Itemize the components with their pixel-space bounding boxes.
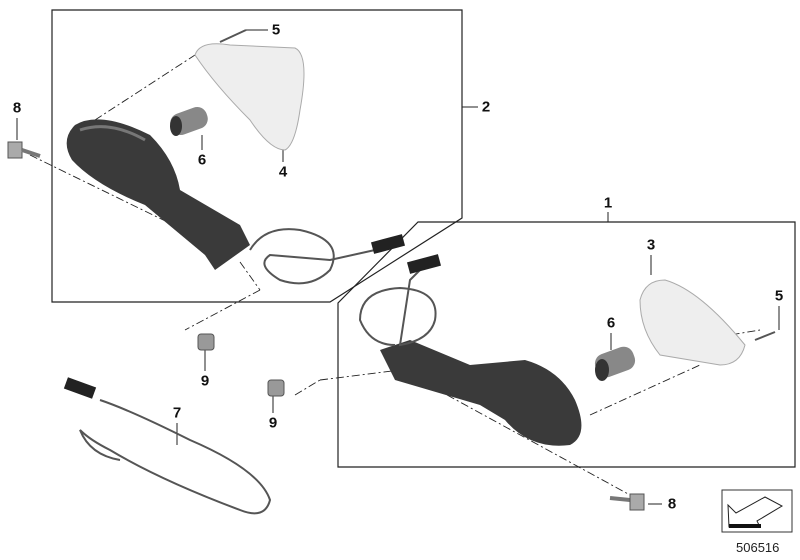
connector-left	[370, 234, 406, 254]
screw-right	[754, 331, 776, 341]
callout-9-right: 9	[268, 414, 278, 432]
arrow-symbol-icon	[721, 489, 793, 533]
assembly-box-right	[337, 221, 796, 468]
lens-left	[194, 43, 305, 151]
callout-4: 4	[278, 163, 288, 181]
cable-right	[358, 264, 437, 347]
callout-6-left: 6	[197, 151, 207, 169]
callout-2: 2	[481, 98, 491, 116]
nut-right	[267, 379, 285, 397]
callout-8-right: 8	[667, 495, 677, 513]
indicator-housing-left	[66, 119, 251, 270]
callout-3: 3	[646, 236, 656, 254]
cable-harness-7	[63, 377, 272, 515]
lens-right	[639, 279, 746, 366]
callout-8-left: 8	[12, 99, 22, 117]
drawing-number: 506516	[736, 540, 780, 555]
bolt-right	[609, 493, 645, 511]
bulb-right	[594, 346, 636, 381]
callout-1: 1	[603, 194, 613, 212]
assembly-box-left	[51, 9, 463, 303]
callout-5-left: 5	[271, 21, 281, 39]
screw-left-top	[219, 29, 247, 43]
callout-9-left: 9	[200, 372, 210, 390]
indicator-housing-right	[380, 340, 582, 446]
bolt-left	[7, 141, 41, 159]
callout-5-right: 5	[774, 287, 784, 305]
cable-left	[249, 228, 376, 285]
bulb-left	[170, 106, 208, 136]
callout-6-right: 6	[606, 314, 616, 332]
connector-right	[406, 254, 442, 274]
callout-7: 7	[172, 404, 182, 422]
nut-left	[197, 333, 215, 351]
